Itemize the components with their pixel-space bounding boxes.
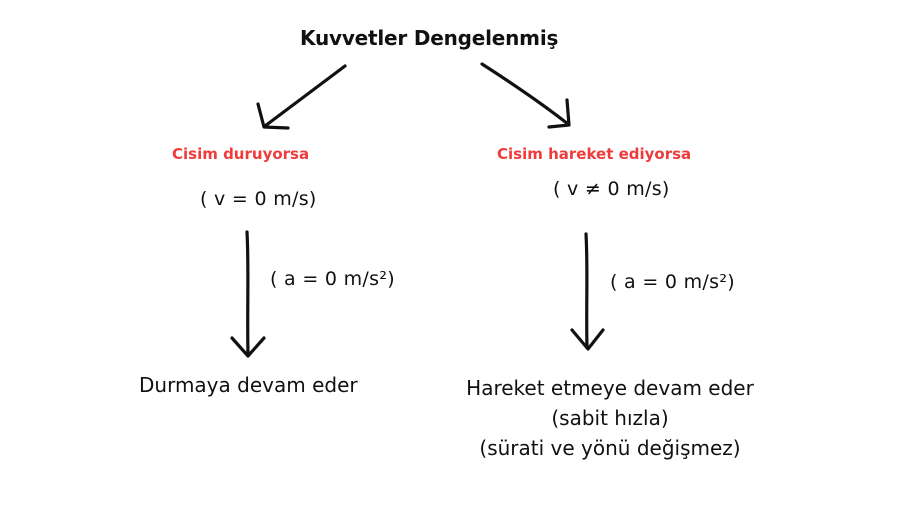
diagram-title: Kuvvetler Dengelenmiş <box>300 26 559 50</box>
arrow-right-down <box>570 232 605 351</box>
right-condition-label: Cisim hareket ediyorsa <box>497 145 692 163</box>
arrow-left-down <box>230 230 266 358</box>
right-result-line: Hareket etmeye devam eder <box>466 376 754 400</box>
right-result-line: (sabit hızla) <box>551 406 669 430</box>
arrow-to-right-branch <box>480 62 571 129</box>
arrow-to-left-branch <box>256 64 347 130</box>
right-result-line: (sürati ve yönü değişmez) <box>479 436 741 460</box>
left-result-label: Durmaya devam eder <box>139 373 358 397</box>
left-velocity-label: ( v = 0 m/s) <box>200 188 317 210</box>
right-velocity-label: ( v ≠ 0 m/s) <box>553 178 670 200</box>
right-result-block: Hareket etmeye devam eder (sabit hızla) … <box>440 373 780 463</box>
right-acceleration-label: ( a = 0 m/s²) <box>610 271 735 293</box>
left-acceleration-label: ( a = 0 m/s²) <box>270 268 395 290</box>
left-condition-label: Cisim duruyorsa <box>172 145 310 163</box>
